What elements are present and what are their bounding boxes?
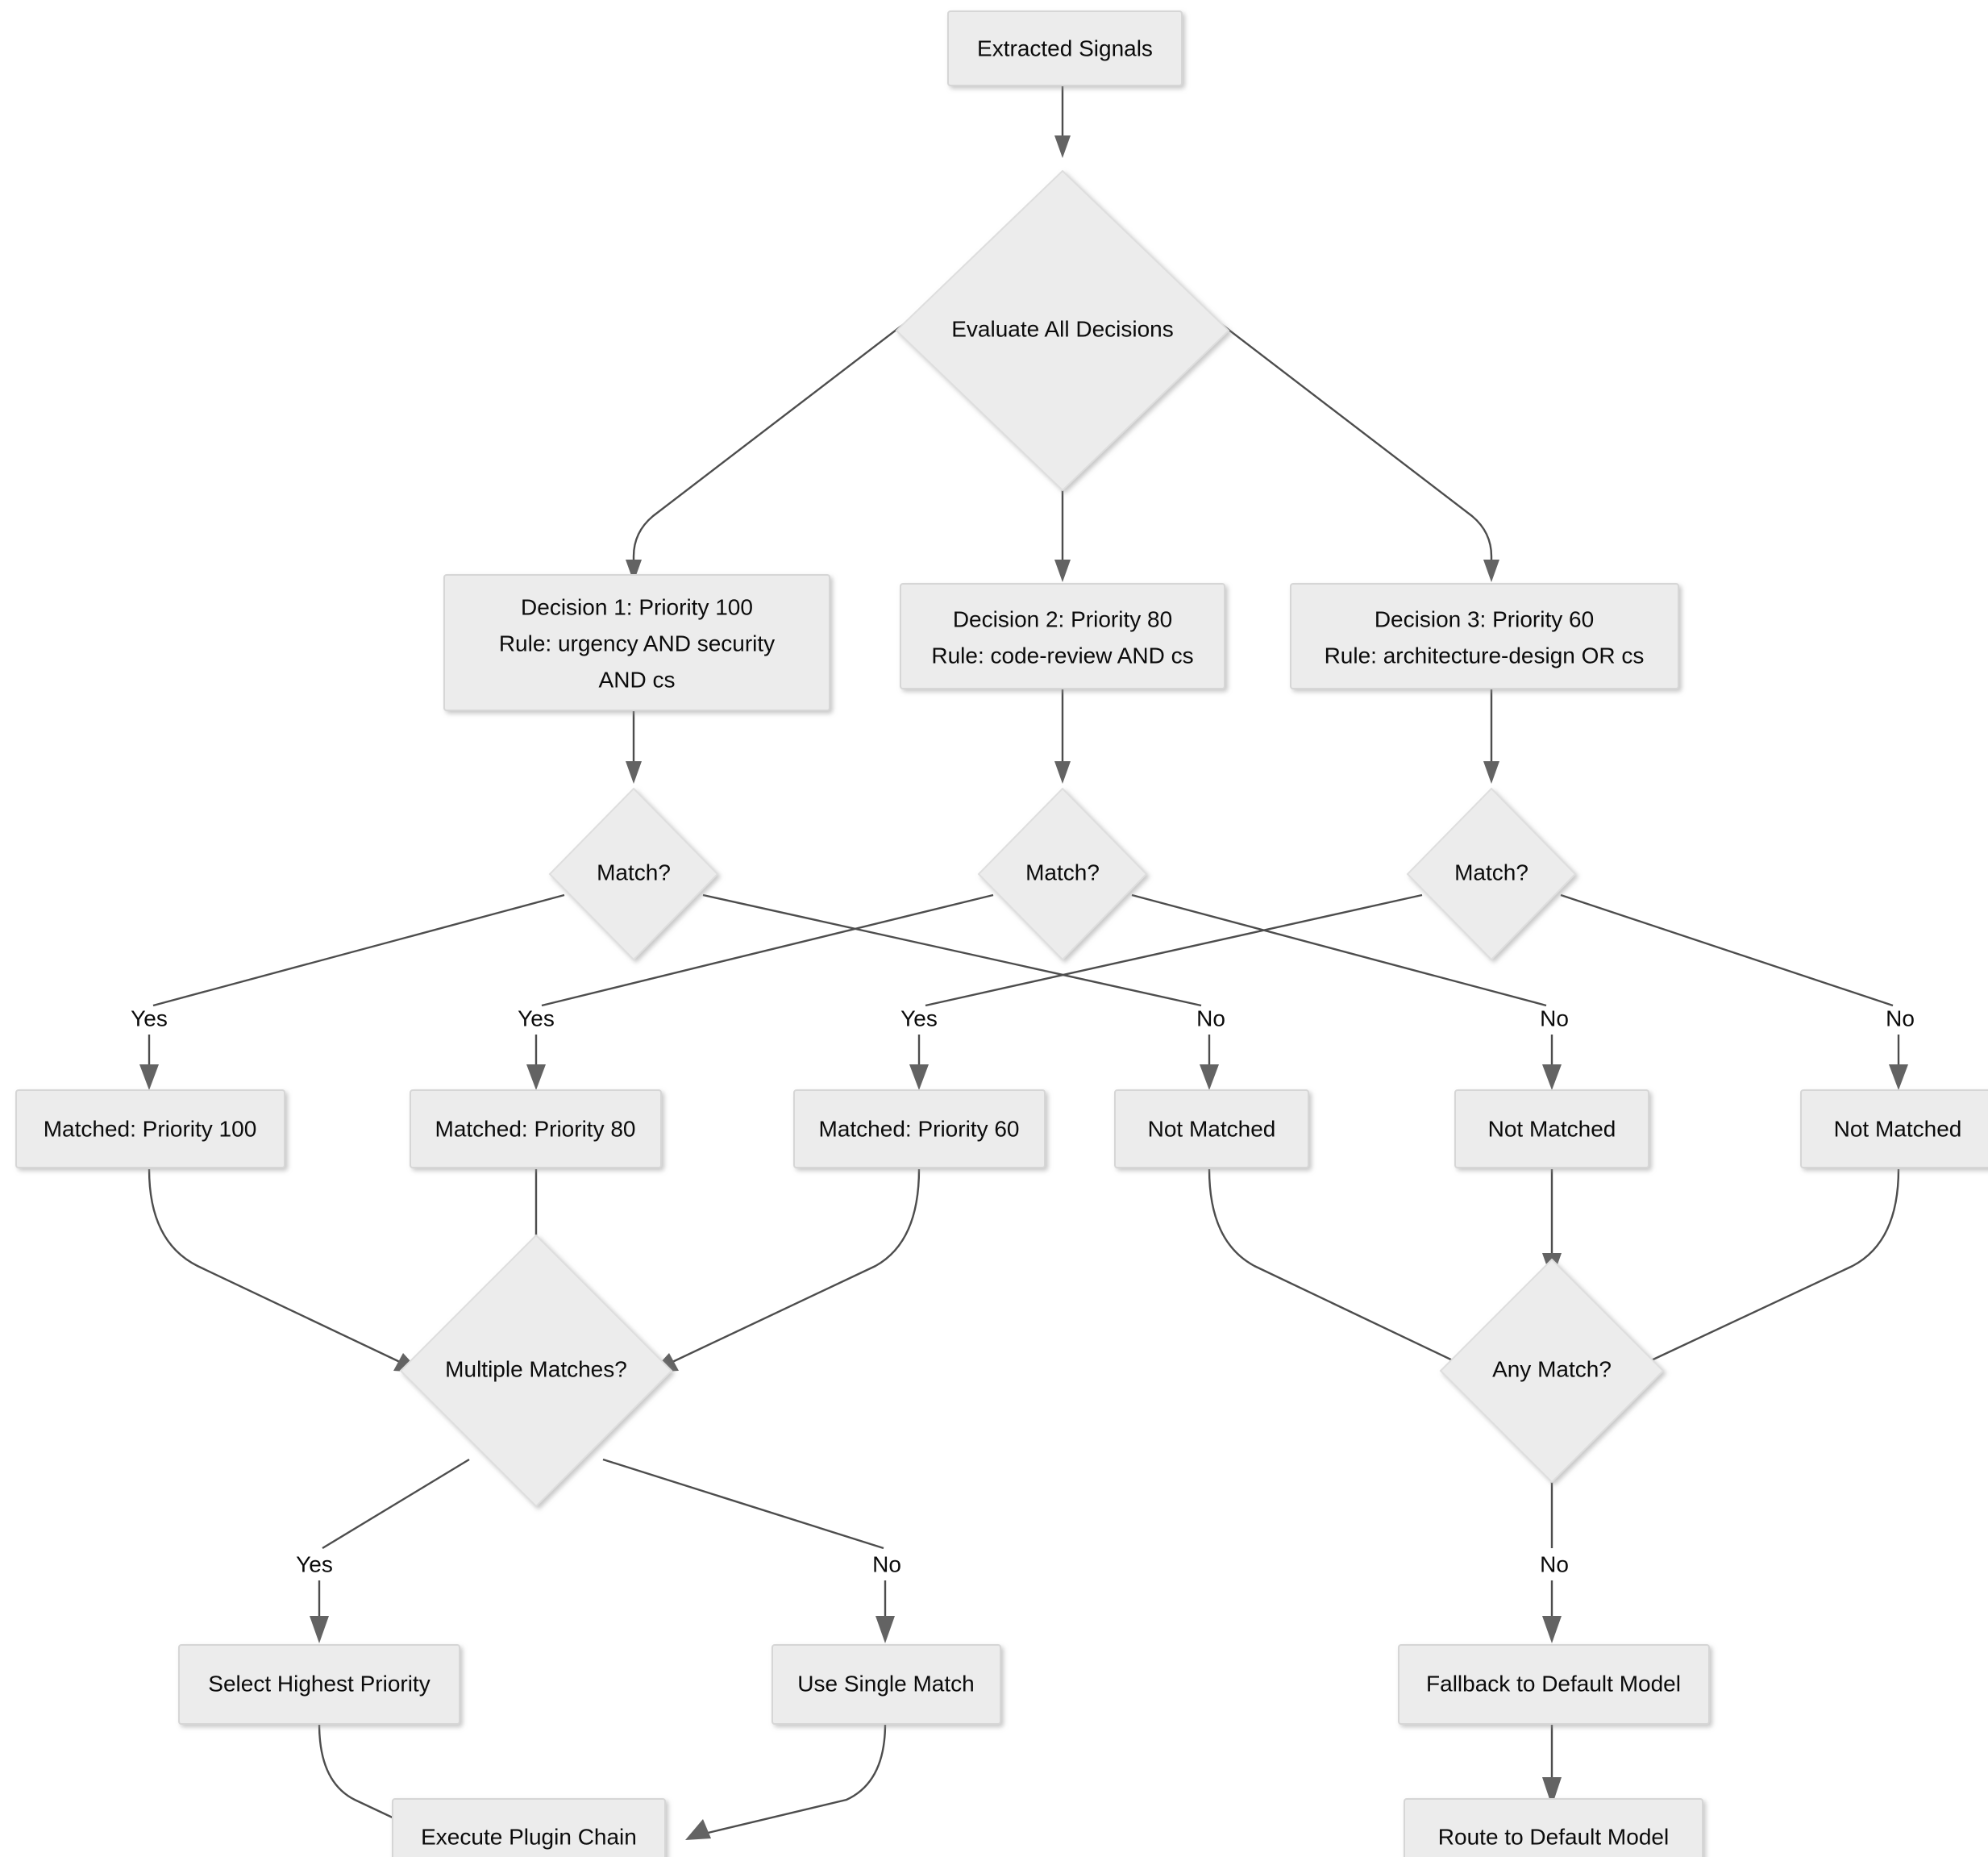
- node-label-match-3: Match?: [1454, 860, 1528, 885]
- node-label-multiple-matches: Multiple Matches?: [445, 1356, 627, 1381]
- edge-evaluate-to-decision3: [1155, 273, 1499, 582]
- node-matched-priority-60[interactable]: Matched: Priority 60: [793, 1089, 1046, 1168]
- node-any-match[interactable]: Any Match?: [1439, 1258, 1665, 1484]
- node-match-1[interactable]: Match?: [548, 787, 719, 961]
- node-label-select-highest-priority: Select Highest Priority: [208, 1671, 430, 1696]
- node-label-decision-2-line1: Decision 2: Priority 80: [953, 606, 1172, 631]
- edge-evaluate-to-decision1: [626, 273, 970, 582]
- edge-decision2-to-match2: [1054, 689, 1071, 784]
- edge-match2-yes: [541, 893, 994, 1007]
- edge-decision1-to-match1: [626, 710, 642, 784]
- node-select-highest-priority[interactable]: Select Highest Priority: [178, 1644, 460, 1725]
- edge-label-match1-no: No: [1196, 1006, 1225, 1031]
- edge-label-match3-no: No: [1886, 1006, 1915, 1031]
- node-label-match-2: Match?: [1025, 860, 1100, 885]
- node-route-to-default-model[interactable]: Route to Default Model: [1404, 1798, 1703, 1857]
- edge-usesingle-to-execute: [685, 1723, 887, 1840]
- node-label-not-matched-2: Not Matched: [1488, 1116, 1616, 1141]
- node-not-matched-2[interactable]: Not Matched: [1454, 1089, 1649, 1168]
- edge-multiple-yes: [322, 1458, 470, 1550]
- edge-label-anymatch-no: No: [1540, 1551, 1569, 1576]
- node-use-single-match[interactable]: Use Single Match: [771, 1644, 1001, 1725]
- node-multiple-matches[interactable]: Multiple Matches?: [399, 1234, 673, 1508]
- edge-multiple-no: [602, 1458, 884, 1550]
- node-label-decision-3-line1: Decision 3: Priority 60: [1375, 606, 1594, 631]
- node-label-matched-priority-100: Matched: Priority 100: [44, 1116, 257, 1141]
- edge-label-match2-no: No: [1540, 1006, 1569, 1031]
- edge-decision3-to-match3: [1483, 689, 1499, 784]
- edge-notmatched3-to-anymatch: [1627, 1168, 1900, 1372]
- edge-fallback-to-route: [1542, 1724, 1562, 1806]
- node-label-evaluate-all-decisions: Evaluate All Decisions: [951, 316, 1173, 341]
- node-label-execute-plugin-chain: Execute Plugin Chain: [421, 1824, 637, 1849]
- edge-matched3-to-multiple: [651, 1168, 921, 1372]
- edge-label-match1-yes: Yes: [131, 1006, 168, 1031]
- node-not-matched-1[interactable]: Not Matched: [1114, 1089, 1309, 1168]
- edge-match1-yes: [152, 893, 565, 1007]
- node-match-3[interactable]: Match?: [1406, 787, 1577, 961]
- node-label-decision-2-line2: Rule: code-review AND cs: [931, 643, 1193, 668]
- edge-extracted-to-evaluate: [1054, 85, 1071, 158]
- node-match-2[interactable]: Match?: [977, 787, 1148, 961]
- node-label-decision-3-line2: Rule: architecture-design OR cs: [1325, 643, 1645, 668]
- edge-yes2-to-matched2: [526, 1035, 546, 1090]
- node-decision-3[interactable]: Decision 3: Priority 60 Rule: architectu…: [1290, 583, 1679, 689]
- node-not-matched-3[interactable]: Not Matched: [1800, 1089, 1988, 1168]
- edge-no-to-use-single: [875, 1580, 895, 1643]
- edge-yes1-to-matched1: [139, 1035, 159, 1090]
- node-label-fallback-to-default-model: Fallback to Default Model: [1426, 1671, 1681, 1696]
- edge-match2-no: [1131, 893, 1547, 1007]
- edge-label-match2-yes: Yes: [518, 1006, 555, 1031]
- edge-match3-yes: [925, 893, 1423, 1007]
- edge-matched1-to-multiple: [148, 1168, 421, 1372]
- node-matched-priority-100[interactable]: Matched: Priority 100: [15, 1089, 285, 1168]
- node-label-any-match: Any Match?: [1492, 1356, 1612, 1381]
- edge-label-multiple-no: No: [872, 1551, 901, 1576]
- node-label-match-1: Match?: [597, 860, 671, 885]
- edge-yes-to-select-highest: [310, 1580, 329, 1643]
- node-label-route-to-default-model: Route to Default Model: [1438, 1824, 1669, 1849]
- node-label-extracted-signals: Extracted Signals: [977, 35, 1153, 60]
- node-matched-priority-80[interactable]: Matched: Priority 80: [410, 1089, 662, 1168]
- node-label-decision-1-line2: Rule: urgency AND security: [499, 631, 775, 656]
- edge-no1-to-notmatched1: [1200, 1035, 1219, 1090]
- node-label-not-matched-3: Not Matched: [1834, 1116, 1962, 1141]
- node-decision-2[interactable]: Decision 2: Priority 80 Rule: code-revie…: [900, 583, 1225, 689]
- node-label-matched-priority-60: Matched: Priority 60: [819, 1116, 1020, 1141]
- edge-layer: [139, 85, 1908, 1840]
- edge-label-layer: Yes Yes Yes No No No Yes No No: [131, 1006, 1915, 1576]
- edge-yes3-to-matched3: [909, 1035, 929, 1090]
- edge-match1-no: [702, 893, 1202, 1007]
- edge-label-match3-yes: Yes: [900, 1006, 938, 1031]
- node-label-decision-1-line3: AND cs: [599, 667, 676, 692]
- edge-no2-to-notmatched2: [1542, 1035, 1562, 1090]
- edge-no-to-fallback: [1542, 1580, 1562, 1643]
- edge-label-multiple-yes: Yes: [296, 1551, 333, 1576]
- node-extracted-signals[interactable]: Extracted Signals: [947, 10, 1183, 86]
- node-label-not-matched-1: Not Matched: [1148, 1116, 1276, 1141]
- node-label-matched-priority-80: Matched: Priority 80: [435, 1116, 636, 1141]
- edge-no3-to-notmatched3: [1889, 1035, 1908, 1090]
- node-decision-1[interactable]: Decision 1: Priority 100 Rule: urgency A…: [443, 574, 830, 711]
- edge-notmatched1-to-anymatch: [1208, 1168, 1477, 1372]
- node-label-decision-1-line1: Decision 1: Priority 100: [521, 594, 753, 619]
- node-label-use-single-match: Use Single Match: [797, 1671, 974, 1696]
- edge-match3-no: [1560, 893, 1894, 1007]
- node-fallback-to-default-model[interactable]: Fallback to Default Model: [1398, 1644, 1710, 1725]
- node-evaluate-all-decisions[interactable]: Evaluate All Decisions: [895, 169, 1230, 492]
- node-execute-plugin-chain[interactable]: Execute Plugin Chain: [392, 1798, 666, 1857]
